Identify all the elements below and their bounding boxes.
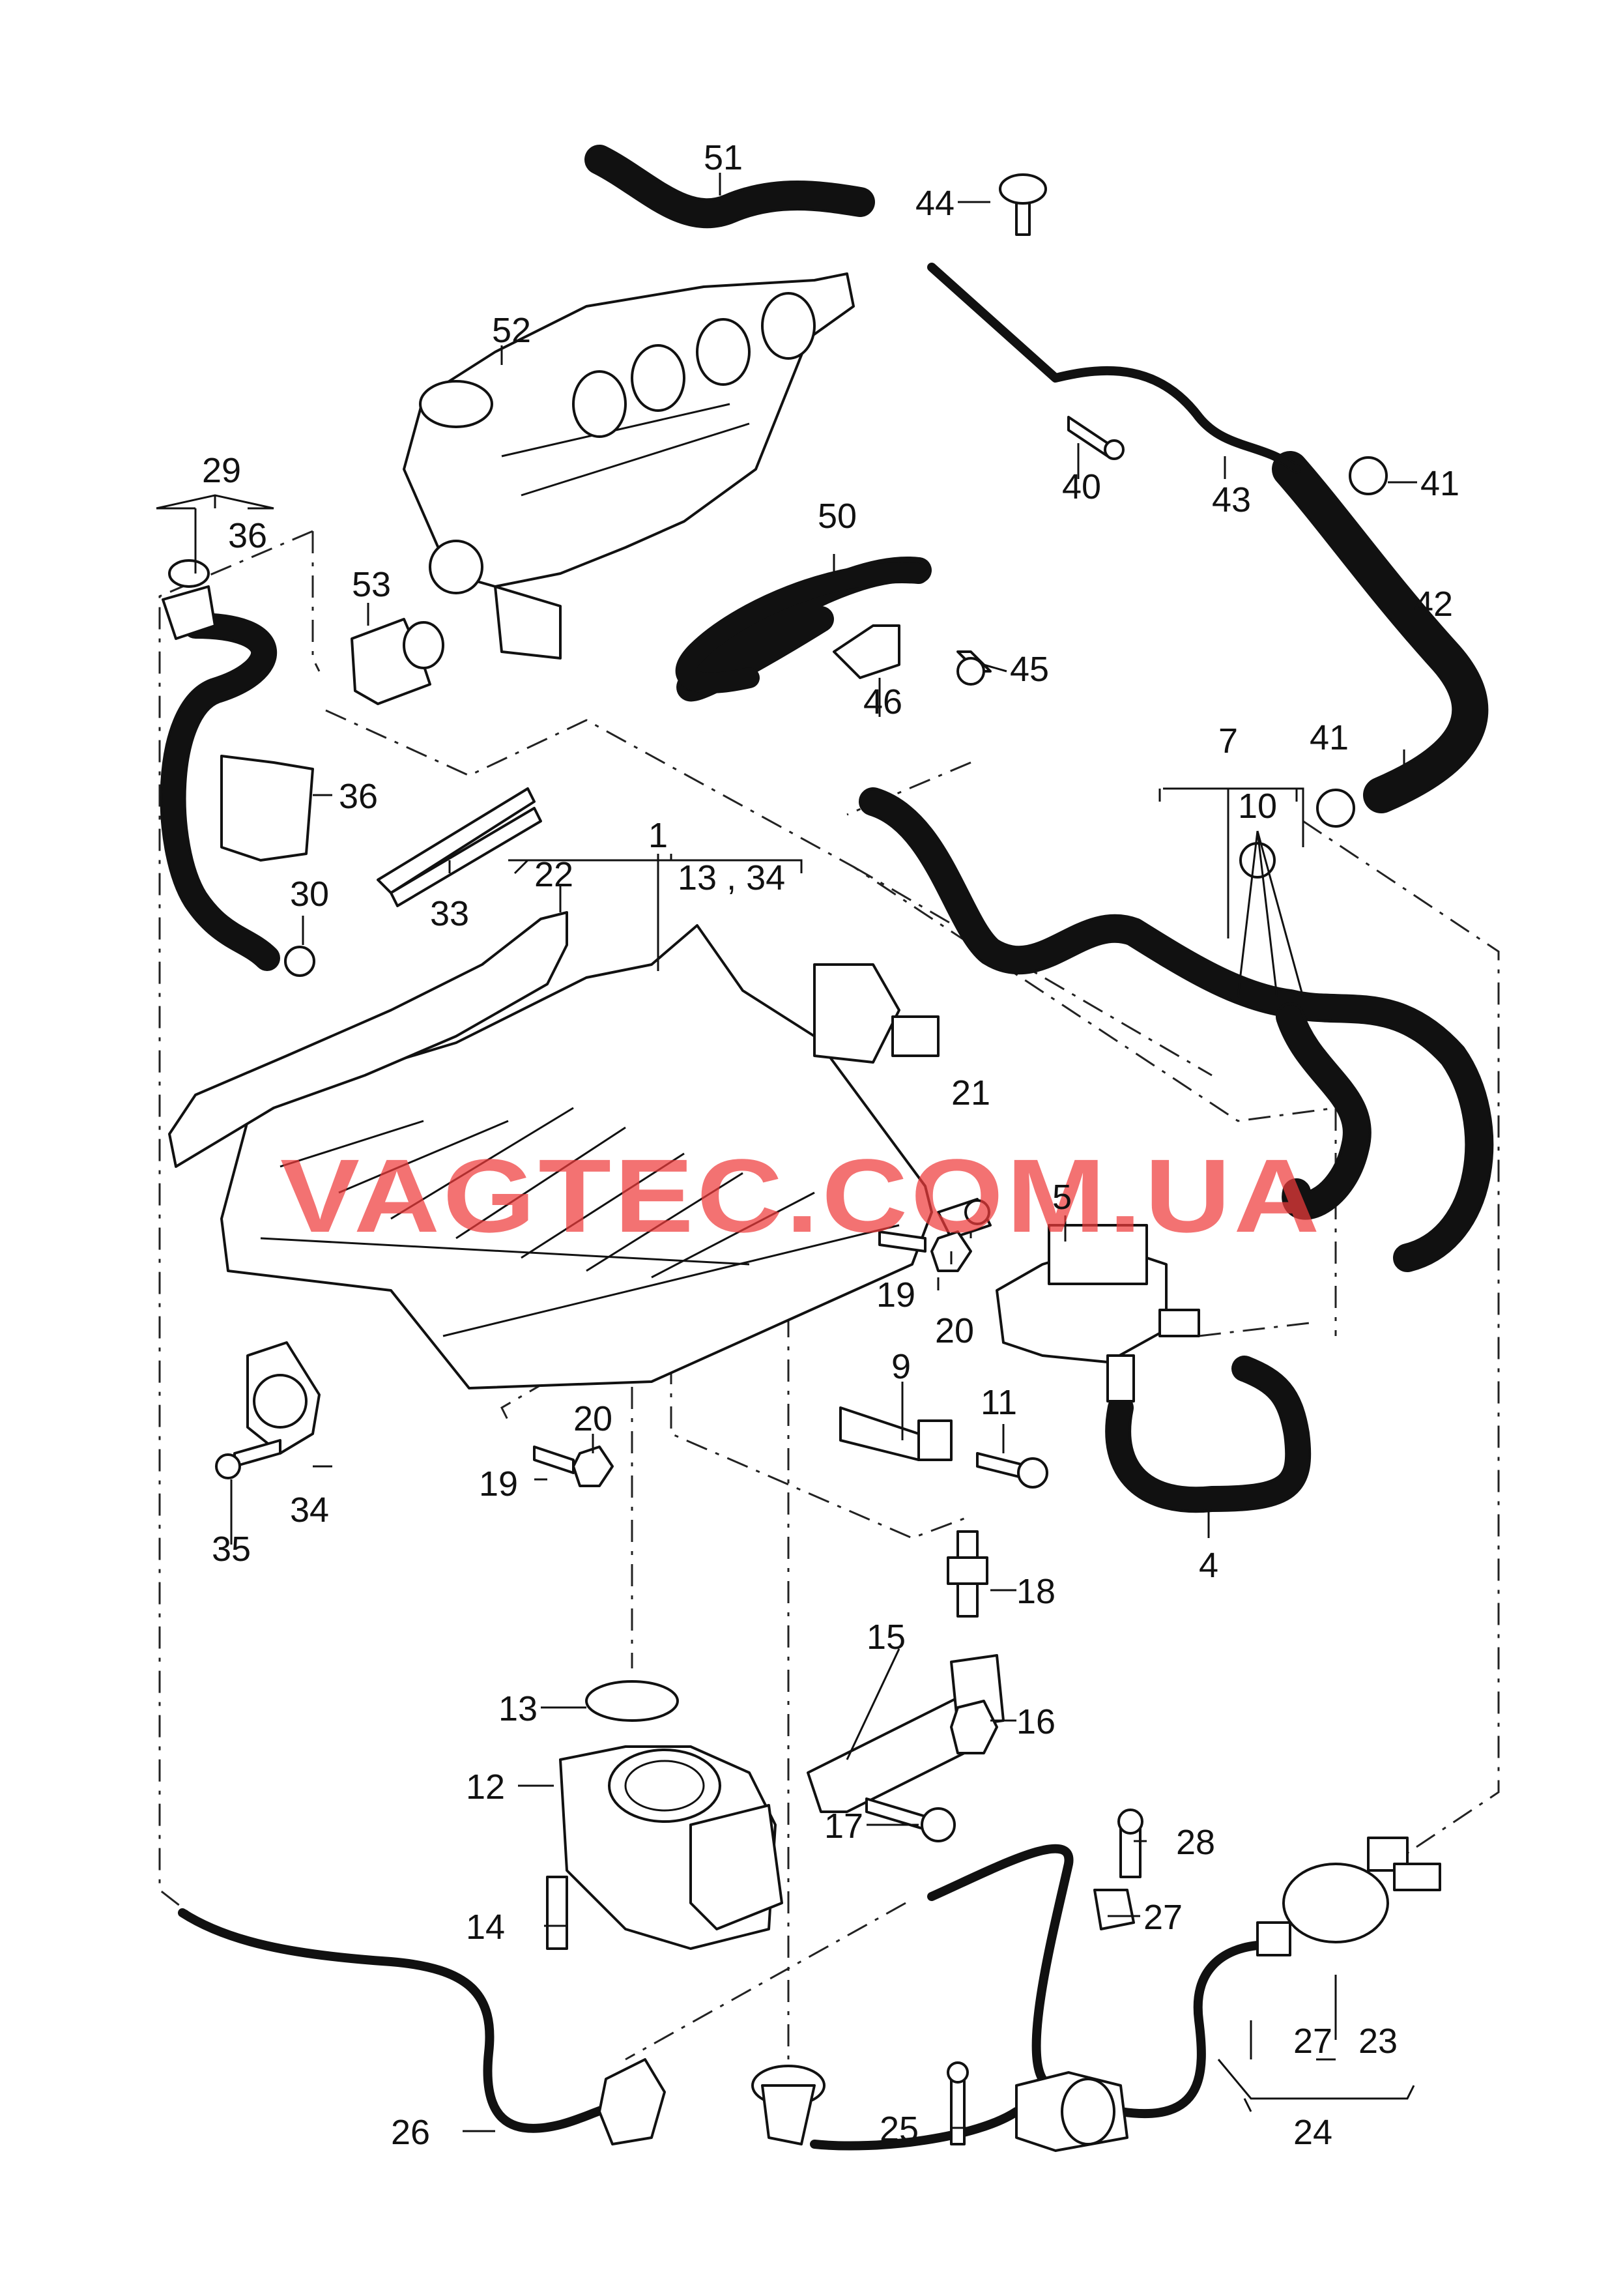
part-labels: 1 4 5 7 9 10 11 12 13 13 , 34 14 15 16 1… (202, 138, 1459, 2152)
carbon-canister-valve-23 (1256, 1837, 1441, 1956)
label-7: 7 (1218, 721, 1238, 761)
label-50: 50 (818, 497, 857, 536)
label-18: 18 (1016, 1572, 1056, 1611)
label-10: 10 (1238, 787, 1277, 826)
label-15: 15 (867, 1618, 906, 1657)
label-1: 1 (648, 816, 668, 855)
label-20a: 20 (935, 1311, 974, 1350)
label-4: 4 (1199, 1546, 1218, 1585)
intake-manifold-52 (403, 272, 855, 660)
label-41b: 41 (1310, 718, 1349, 757)
gasket-22 (168, 911, 568, 1168)
sensor-53 (351, 618, 444, 705)
fittings-26-24 (598, 2058, 1128, 2152)
leader-lines (156, 173, 1417, 2132)
pipes (178, 263, 1301, 2151)
label-43: 43 (1212, 480, 1251, 519)
label-21: 21 (951, 1073, 990, 1112)
label-14: 14 (466, 1908, 505, 1947)
assembly-dash-lines (158, 530, 1500, 2092)
vacuum-valve-29 (162, 559, 216, 640)
label-11: 11 (981, 1383, 1017, 1422)
label-29: 29 (202, 451, 241, 490)
label-51: 51 (704, 138, 743, 177)
label-19a: 19 (876, 1275, 915, 1315)
label-45: 45 (1010, 650, 1049, 689)
label-41a: 41 (1420, 464, 1459, 503)
throttle-body-12 (559, 1745, 783, 1950)
label-52: 52 (492, 311, 531, 350)
label-36b: 36 (339, 777, 378, 816)
label-33: 33 (430, 894, 469, 933)
label-27a: 27 (1143, 1898, 1183, 1937)
label-27b: 27 (1293, 2022, 1332, 2061)
label-19b: 19 (479, 1464, 518, 1504)
label-53: 53 (352, 565, 391, 604)
upper-manifold-1 (220, 924, 940, 1389)
solenoid-valve-5 (996, 1224, 1200, 1402)
label-46: 46 (863, 682, 902, 721)
cover-36 (220, 755, 314, 862)
label-23: 23 (1358, 2022, 1398, 2061)
label-30: 30 (290, 875, 329, 914)
label-34: 34 (290, 1490, 329, 1530)
hoses (160, 145, 1494, 1513)
label-26: 26 (391, 2113, 430, 2152)
label-25: 25 (880, 2110, 919, 2149)
label-13-34: 13 , 34 (678, 858, 785, 897)
label-16: 16 (1016, 1702, 1056, 1741)
label-9: 9 (891, 1347, 911, 1386)
label-40: 40 (1062, 467, 1101, 506)
o-ring-13 (585, 1680, 679, 1722)
label-17: 17 (824, 1807, 863, 1846)
label-35: 35 (212, 1530, 251, 1569)
watermark: VAGTEC.COM.UA (280, 1137, 1323, 1254)
small-hardware (215, 173, 1388, 2145)
label-44: 44 (915, 184, 955, 223)
label-13: 13 (498, 1689, 538, 1728)
strip-33 (377, 787, 542, 907)
label-22: 22 (534, 855, 573, 894)
label-24: 24 (1293, 2113, 1332, 2152)
label-28: 28 (1176, 1823, 1215, 1862)
label-20b: 20 (573, 1399, 612, 1438)
label-42: 42 (1414, 585, 1453, 624)
label-12: 12 (466, 1767, 505, 1807)
sensor-34 (246, 1341, 321, 1455)
label-36a: 36 (228, 516, 267, 555)
label-5: 5 (1052, 1178, 1072, 1217)
